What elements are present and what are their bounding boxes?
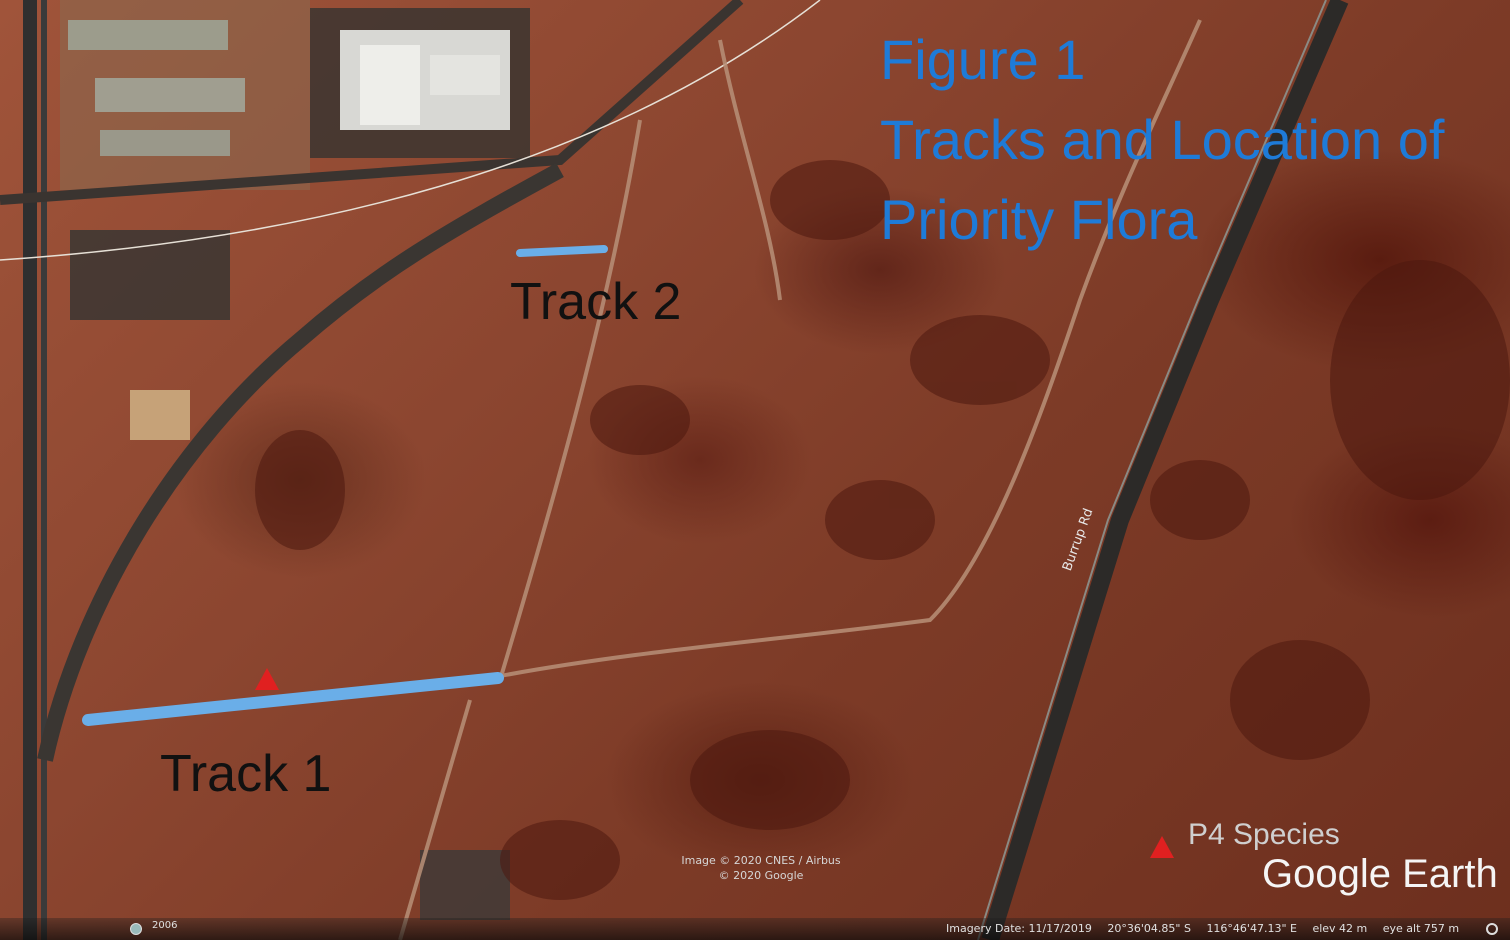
- figure-title-line3: Priority Flora: [880, 188, 1198, 251]
- longitude: 116°46'47.13" E: [1206, 922, 1297, 935]
- species-marker-track-1[interactable]: [255, 668, 279, 690]
- google-earth-logo: Google Earth: [1262, 852, 1498, 896]
- imagery-date: Imagery Date: 11/17/2019: [946, 922, 1092, 935]
- vegetation: [255, 160, 1510, 900]
- buildings-area: [60, 0, 530, 920]
- google-credit-line: © 2020 Google: [718, 869, 804, 882]
- track-1-line[interactable]: [82, 672, 504, 726]
- year-text: 2006: [152, 920, 178, 931]
- latitude: 20°36'04.85" S: [1107, 922, 1191, 935]
- figure-title-line1: Figure 1: [880, 28, 1086, 91]
- image-credit-line: Image © 2020 CNES / Airbus: [681, 854, 841, 867]
- track-1-label: Track 1: [160, 745, 332, 803]
- historical-year[interactable]: 2006: [128, 920, 177, 931]
- dirt-tracks: [398, 19, 1202, 940]
- species-marker-p4[interactable]: [1150, 836, 1174, 858]
- figure-title: Figure 1 Tracks and Location of Priority…: [880, 20, 1490, 260]
- roads: [0, 0, 1349, 940]
- image-credits: Image © 2020 CNES / Airbus © 2020 Google: [676, 853, 846, 883]
- status-readout: Imagery Date: 11/17/2019 20°36'04.85" S …: [946, 922, 1471, 935]
- eye-altitude: eye alt 757 m: [1382, 922, 1460, 935]
- globe-icon[interactable]: [130, 923, 142, 935]
- species-label: P4 Species: [1188, 818, 1340, 851]
- status-bar: [0, 918, 1510, 940]
- figure-title-line2: Tracks and Location of: [880, 108, 1445, 171]
- track-2-label: Track 2: [510, 273, 682, 331]
- elevation: elev 42 m: [1312, 922, 1368, 935]
- compass-icon[interactable]: [1486, 923, 1498, 935]
- track-2-line[interactable]: [516, 245, 608, 257]
